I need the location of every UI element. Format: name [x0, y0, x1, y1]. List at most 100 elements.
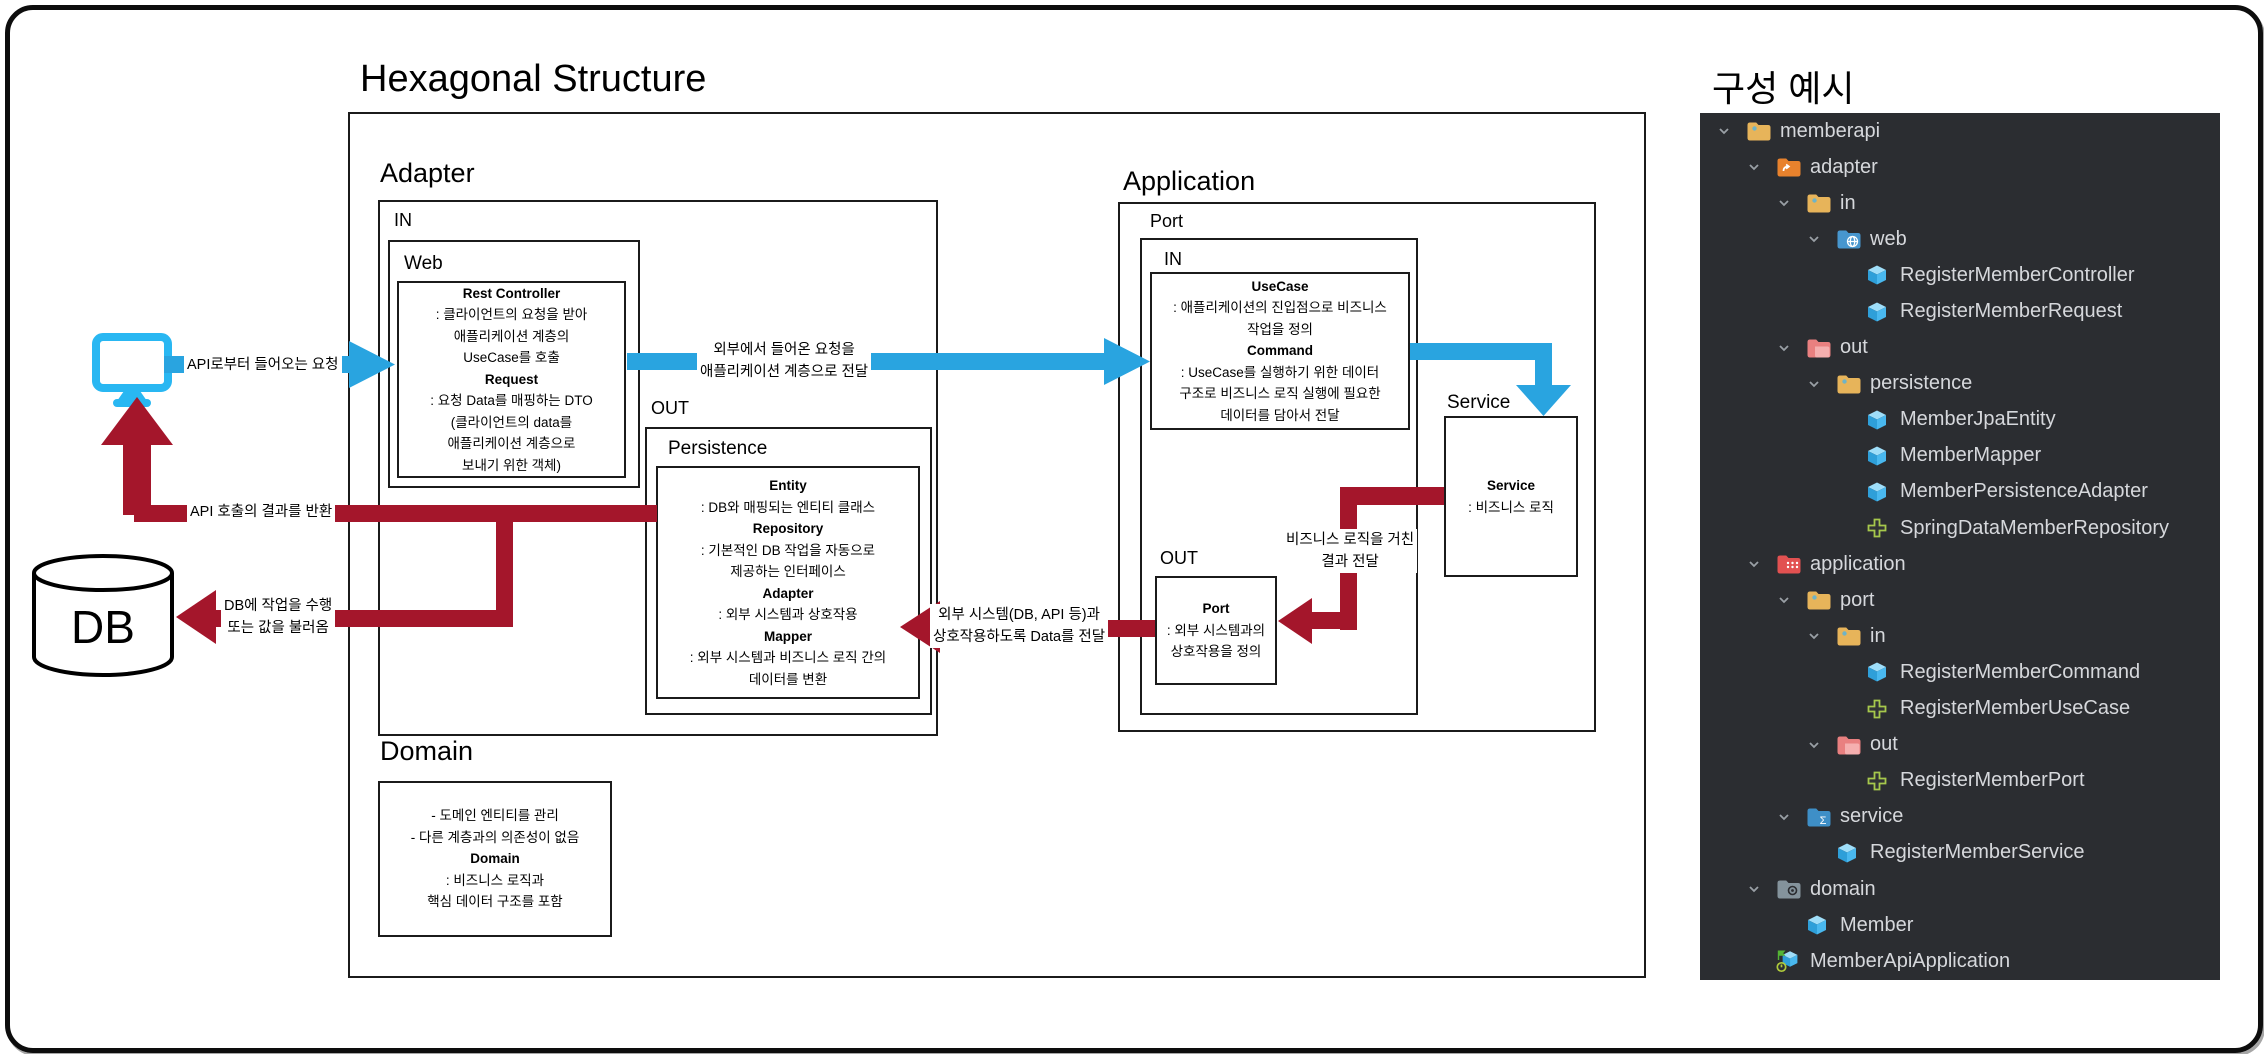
class-icon [1866, 445, 1898, 467]
tree-item-registermemberservice[interactable]: RegisterMemberService [1700, 835, 2220, 871]
text-line: Entity [769, 478, 807, 493]
text-line: - 도메인 엔티티를 관리 [431, 808, 559, 824]
tree-item-in[interactable]: in [1700, 618, 2220, 654]
chevron-down-icon[interactable] [1806, 376, 1836, 392]
chevron-down-icon[interactable] [1806, 231, 1836, 247]
chevron-down-icon[interactable] [1716, 123, 1746, 139]
text-line: 구조로 비즈니스 로직 실행에 필요한 [1179, 386, 1381, 402]
tree-item-label: SpringDataMemberRepository [1900, 516, 2170, 539]
tree-item-registermemberport[interactable]: RegisterMemberPort [1700, 763, 2220, 799]
folder-icon [1836, 733, 1868, 757]
tree-item-out[interactable]: out [1700, 330, 2220, 366]
tree-item-memberapiapplication[interactable]: MemberApiApplication [1700, 943, 2220, 979]
text-line: : 비즈니스 로직과 [445, 872, 545, 888]
tree-item-label: MemberMapper [1900, 444, 2042, 467]
tree-item-domain[interactable]: domain [1700, 871, 2220, 907]
tree-item-registermembercontroller[interactable]: RegisterMemberController [1700, 257, 2220, 293]
chevron-down-icon[interactable] [1776, 809, 1806, 825]
text-line: 데이터를 변환 [748, 671, 828, 687]
chevron-down-icon[interactable] [1806, 628, 1836, 644]
arrow-to-service-vbar [1535, 343, 1552, 387]
text-line: : 애플리케이션의 진입점으로 비즈니스 [1173, 300, 1387, 316]
tree-item-membermapper[interactable]: MemberMapper [1700, 438, 2220, 474]
chevron-down-icon[interactable] [1776, 592, 1806, 608]
adapter-in-label: IN [394, 210, 412, 230]
text-line: : 외부 시스템과 상호작용 [718, 607, 858, 622]
folder-icon [1776, 155, 1808, 179]
chevron-down-icon[interactable] [1806, 737, 1836, 753]
tree-item-memberjpaentity[interactable]: MemberJpaEntity [1700, 402, 2220, 438]
tree-item-memberapi[interactable]: memberapi [1700, 113, 2220, 149]
class-icon [1806, 914, 1838, 936]
folder-icon [1836, 372, 1868, 396]
chevron-down-icon[interactable] [1746, 881, 1776, 897]
tree-item-port[interactable]: port [1700, 582, 2220, 618]
tree-item-application[interactable]: application [1700, 546, 2220, 582]
text-line: 핵심 데이터 구조를 포함 [427, 894, 563, 910]
chevron-down-icon[interactable] [1746, 556, 1776, 572]
interface-icon [1866, 517, 1898, 539]
text-line: UseCase [1251, 278, 1309, 294]
tree-item-registermembercommand[interactable]: RegisterMemberCommand [1700, 654, 2220, 690]
tree-item-adapter[interactable]: adapter [1700, 149, 2220, 185]
text-line: 제공하는 인터페이스 [730, 564, 846, 579]
arrow-service-result-hbar [1357, 487, 1444, 505]
text-line: Rest Controller [462, 285, 561, 301]
tree-item-label: in [1840, 191, 1856, 214]
tree-item-persistence[interactable]: persistence [1700, 366, 2220, 402]
text-line: 상호작용을 정의 [1170, 644, 1262, 660]
tree-item-web[interactable]: web [1700, 221, 2220, 257]
text-line: 보내기 위한 객체) [462, 457, 561, 473]
text-line: Adapter [762, 585, 814, 601]
text-line: - 다른 계층과의 의존성이 없음 [410, 829, 580, 845]
text-line: Domain [470, 851, 520, 867]
tree-item-in[interactable]: in [1700, 185, 2220, 221]
persistence-label: Persistence [668, 438, 768, 459]
tree-title: 구성 예시 [1712, 68, 1855, 109]
text-line: Mapper [763, 628, 812, 644]
text-line: 애플리케이션 계층으로 [447, 436, 576, 452]
tree-item-label: MemberJpaEntity [1900, 408, 2056, 431]
tree-item-label: RegisterMemberController [1900, 263, 2135, 286]
tree-item-memberpersistenceadapter[interactable]: MemberPersistenceAdapter [1700, 474, 2220, 510]
tree-item-label: RegisterMemberService [1870, 841, 2085, 864]
tree-item-out[interactable]: out [1700, 727, 2220, 763]
database-icon [28, 551, 178, 684]
tree-item-label: out [1840, 336, 1868, 359]
tree-item-registermemberusecase[interactable]: RegisterMemberUseCase [1700, 691, 2220, 727]
adapter-out-label: OUT [651, 398, 689, 418]
chevron-down-icon[interactable] [1776, 340, 1806, 356]
service-box: Service: 비즈니스 로직 [1444, 416, 1578, 577]
domain-section-label: Domain [380, 736, 474, 766]
chevron-down-icon[interactable] [1776, 195, 1806, 211]
chevron-down-icon[interactable] [1746, 159, 1776, 175]
boot-icon [1776, 949, 1808, 973]
tree-item-label: MemberPersistenceAdapter [1900, 480, 2148, 503]
db-label: DB [71, 601, 135, 653]
text-line: 애플리케이션 계층의 [453, 328, 570, 344]
tree-item-label: persistence [1870, 372, 1973, 395]
web-label: Web [404, 253, 443, 274]
class-icon [1836, 842, 1868, 864]
app-port-section-label: Port [1150, 211, 1184, 231]
tree-item-registermemberrequest[interactable]: RegisterMemberRequest [1700, 293, 2220, 329]
app-out-label: OUT [1160, 548, 1198, 568]
text-line: 데이터를 담아서 전달 [1220, 407, 1340, 423]
folder-icon [1776, 877, 1808, 901]
tree-item-member[interactable]: Member [1700, 907, 2220, 943]
tree-item-label: domain [1810, 877, 1876, 900]
tree-item-springdatamemberrepository[interactable]: SpringDataMemberRepository [1700, 510, 2220, 546]
text-line: UseCase를 호출 [463, 350, 560, 366]
tree-item-label: RegisterMemberPort [1900, 769, 2085, 792]
adapter-section-label: Adapter [380, 158, 475, 188]
arrow-db-vbar [496, 513, 513, 623]
tree-item-label: MemberApiApplication [1810, 949, 2011, 972]
arrow-service-result-stub [1310, 612, 1342, 629]
arrow-api-in-label: API로부터 들어오는 요청 [184, 354, 342, 376]
